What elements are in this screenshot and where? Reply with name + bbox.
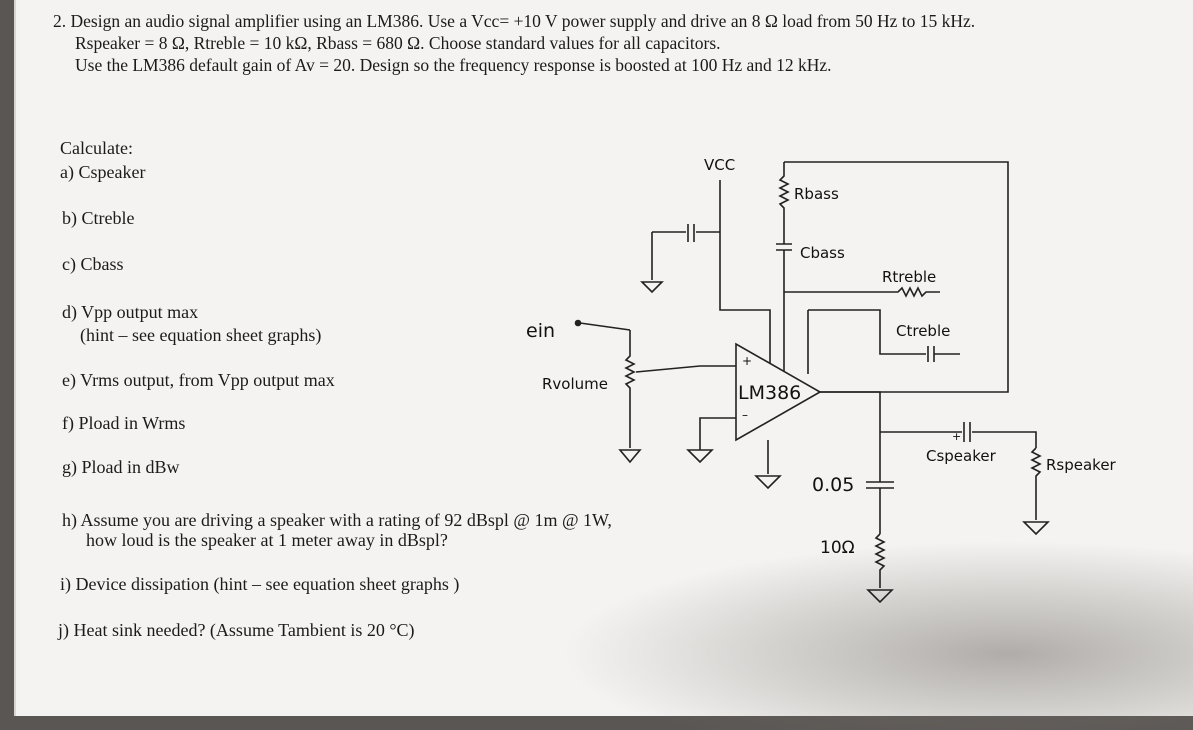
- question-d: d) Vpp output max: [62, 302, 199, 322]
- question-c: c) Cbass: [62, 254, 124, 274]
- rbass-label: Rbass: [794, 185, 839, 203]
- rbass-resistor: [778, 162, 790, 244]
- ein-label: ein: [526, 320, 556, 342]
- cspeaker-plus-sign: +: [952, 430, 962, 443]
- rvolume-label: Rvolume: [542, 375, 608, 393]
- cbass-capacitor: [776, 243, 792, 374]
- question-i: i) Device dissipation (hint – see equati…: [60, 574, 460, 594]
- zobel-capacitor: [866, 481, 894, 534]
- cbass-label: Cbass: [800, 244, 845, 262]
- vcc-label: VCC: [704, 156, 736, 174]
- output-wire: [820, 391, 881, 482]
- question-f: f) Pload in Wrms: [62, 413, 186, 433]
- cspeaker-wire: [880, 422, 1037, 448]
- rspeaker-resistor: [1022, 447, 1050, 536]
- feedback-wire: [784, 161, 1009, 393]
- problem-line-2: Rspeaker = 8 Ω, Rtreble = 10 kΩ, Rbass =…: [75, 33, 721, 53]
- zobel-cap-label: 0.05: [812, 474, 855, 496]
- wiper-arrow: [635, 365, 736, 373]
- rspeaker-label: Rspeaker: [1046, 456, 1116, 474]
- bypass-ground: [640, 232, 664, 294]
- lm386-label: LM386: [738, 382, 802, 404]
- question-b: b) Ctreble: [62, 208, 135, 228]
- problem-statement: 2. Design an audio signal amplifier usin…: [53, 10, 975, 76]
- lm386-body: [735, 342, 822, 442]
- lm386-ground: [754, 440, 782, 490]
- ctreble-branch: [807, 309, 960, 374]
- question-j: j) Heat sink needed? (Assume Tambient is…: [58, 620, 415, 640]
- problem-line-1: 2. Design an audio signal amplifier usin…: [53, 11, 976, 31]
- ctreble-label: Ctreble: [896, 322, 951, 340]
- bypass-capacitor: [652, 224, 720, 242]
- inverting-sign: –: [742, 408, 748, 422]
- noninverting-sign: +: [742, 354, 753, 368]
- rvolume-pot: [624, 330, 636, 448]
- problem-line-3: Use the LM386 default gain of Av = 20. D…: [75, 55, 832, 75]
- vcc-pin-wire: [719, 180, 771, 370]
- question-g: g) Pload in dBw: [62, 457, 180, 477]
- question-h-2: how loud is the speaker at 1 meter away …: [86, 530, 448, 550]
- ein-wire: [579, 322, 631, 331]
- rtreble-branch: [784, 286, 940, 298]
- question-d-hint: (hint – see equation sheet graphs): [80, 325, 322, 345]
- zobel-resistor: [866, 533, 894, 604]
- cspeaker-label: Cspeaker: [926, 447, 996, 465]
- question-e: e) Vrms output, from Vpp output max: [62, 370, 335, 390]
- question-h: h) Assume you are driving a speaker with…: [62, 510, 612, 530]
- inverting-input-ground: [686, 417, 736, 464]
- hand-shadow: [560, 540, 1193, 730]
- rtreble-label: Rtreble: [882, 268, 937, 286]
- zobel-res-label: 10Ω: [820, 538, 855, 558]
- calculate-heading: Calculate:: [60, 138, 133, 158]
- question-a: a) Cspeaker: [60, 162, 146, 182]
